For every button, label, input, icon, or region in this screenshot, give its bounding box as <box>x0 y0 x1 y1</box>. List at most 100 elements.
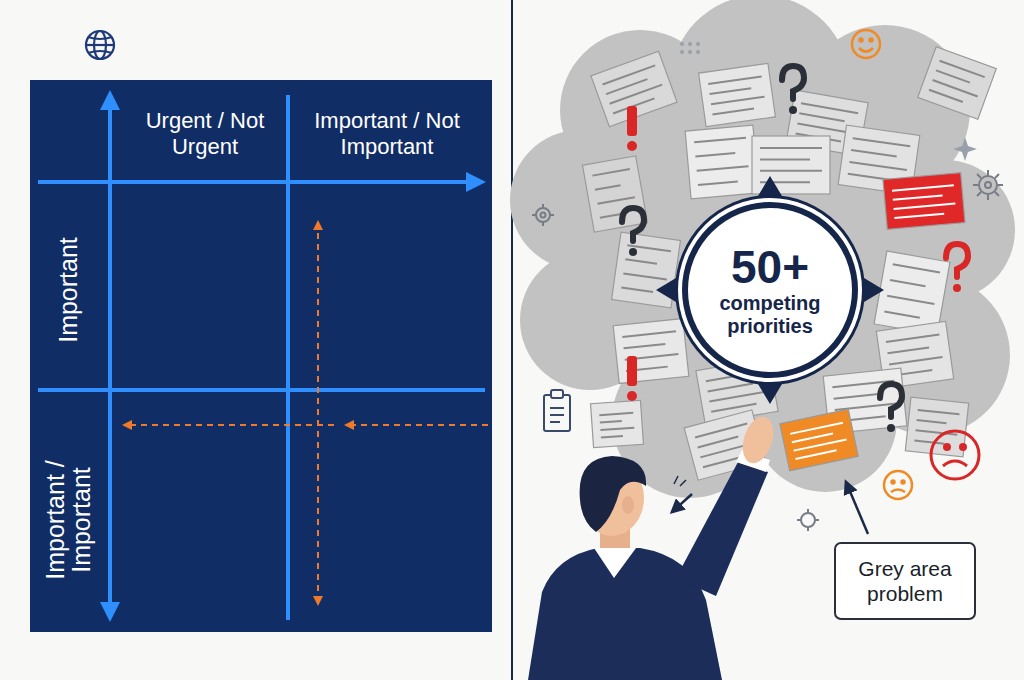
label-text: competing priorities <box>705 292 835 338</box>
paper-line <box>622 331 676 337</box>
paper-line <box>884 311 919 317</box>
paper-line <box>621 288 653 292</box>
label-holder: Important / Important <box>42 445 94 595</box>
paper-line <box>794 439 847 450</box>
compass-pointers <box>656 176 884 404</box>
paper-note <box>905 397 968 457</box>
label-holder: Important / Not Important <box>292 108 482 160</box>
dashed-line <box>352 424 488 426</box>
paper-sheet <box>612 232 681 308</box>
paper-line <box>893 196 943 200</box>
paper-line <box>600 421 622 423</box>
paper-note <box>591 400 644 447</box>
paper-note <box>883 173 965 230</box>
callout-box: Grey area problem <box>834 542 976 620</box>
worried-face <box>884 471 912 499</box>
paper-line <box>610 85 663 104</box>
paper-sheet <box>918 47 997 120</box>
paper-sheet <box>685 125 759 199</box>
axis-arrow <box>38 180 482 184</box>
paper-line <box>625 259 657 263</box>
paper-line <box>889 357 942 365</box>
paper-line <box>711 97 764 105</box>
paper-line <box>799 113 844 121</box>
matrix-panel: Urgent / Not UrgentImportant / Not Impor… <box>30 80 492 632</box>
paper-line <box>894 204 956 209</box>
paper-line <box>892 185 954 190</box>
paper-line <box>709 391 766 401</box>
axis-label: Urgent / Not Urgent <box>120 108 290 160</box>
globe-icon <box>86 31 114 59</box>
paper-note <box>613 319 689 384</box>
paper-sheet <box>883 173 965 230</box>
badge-number: 50+ <box>731 242 809 292</box>
paper-line <box>708 383 753 391</box>
paper-notes <box>583 47 997 480</box>
paper-line <box>600 428 634 430</box>
clipboard-icon <box>544 390 570 431</box>
paper-line <box>917 420 947 423</box>
paper-line <box>760 158 810 160</box>
dashed-arrow <box>346 424 352 426</box>
axis-label: Important / Important <box>42 445 94 595</box>
sad-face <box>931 431 979 479</box>
label-holder: Urgent / Not Urgent <box>120 108 290 160</box>
paper-line <box>834 393 884 398</box>
paper-note <box>780 409 858 471</box>
paper-line <box>918 410 960 414</box>
paper-line <box>624 344 666 348</box>
exclamation-marks <box>627 106 637 401</box>
paper-line <box>708 76 761 84</box>
paper-line <box>595 185 621 190</box>
paper-note <box>699 63 776 126</box>
paper-line <box>851 150 897 156</box>
paper-sheet <box>583 156 648 232</box>
paper-sheet <box>591 400 644 447</box>
paper-line <box>603 65 656 84</box>
question-marks <box>622 66 968 417</box>
smiley-face <box>852 30 880 58</box>
paper-line <box>697 166 749 171</box>
paper-sheet <box>752 136 830 194</box>
paper-line <box>597 197 634 204</box>
paper-sheet <box>613 319 689 384</box>
paper-line <box>601 436 623 438</box>
paper-line <box>894 214 944 218</box>
paper-line <box>710 88 752 94</box>
grid-line <box>38 388 485 392</box>
paper-line <box>801 103 858 113</box>
paper-line <box>795 450 836 459</box>
sparkles <box>680 42 977 161</box>
motion-arrow <box>672 494 692 512</box>
paper-line <box>698 437 739 448</box>
label-text: Grey area problem <box>844 556 966 606</box>
paper-line <box>893 264 940 272</box>
paper-note <box>752 136 830 194</box>
paper-line <box>592 169 629 176</box>
paper-line <box>790 423 843 434</box>
dashed-arrow <box>124 424 334 426</box>
cloud <box>510 0 1015 498</box>
axis-label: Important <box>55 190 81 390</box>
dashed-arrow <box>317 222 319 604</box>
paper-line <box>695 424 747 438</box>
paper-line <box>887 296 934 304</box>
paper-sheet <box>780 409 858 471</box>
leader-arrow <box>846 482 868 534</box>
paper-line <box>835 404 897 410</box>
paper-line <box>929 90 963 102</box>
divider-line <box>511 0 513 680</box>
paper-sheet <box>699 63 776 126</box>
paper-line <box>760 170 822 172</box>
paper-line <box>886 334 939 342</box>
paper-line <box>914 441 944 444</box>
paper-line <box>890 280 925 286</box>
paper-note <box>583 156 648 232</box>
question-dots <box>629 106 961 432</box>
paper-line <box>712 109 754 115</box>
paper-line <box>849 162 906 170</box>
priority-badge: 50+competing priorities <box>682 202 858 378</box>
grid-line <box>286 95 290 620</box>
paper-line <box>792 434 833 443</box>
paper-line <box>936 70 970 82</box>
